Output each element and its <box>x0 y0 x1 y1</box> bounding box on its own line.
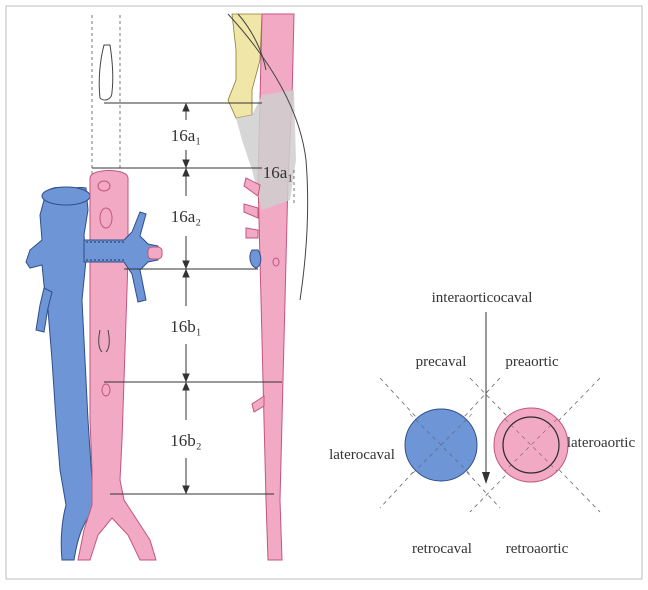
level-16a1-label: 16a₁ <box>171 126 201 145</box>
label-laterocaval: laterocaval <box>329 447 395 463</box>
level-16a1-side-label: 16a₁ <box>263 163 293 182</box>
label-lateroaortic: lateroaortic <box>567 435 636 451</box>
label-preaortic: preaortic <box>505 354 559 370</box>
ivc-top <box>42 187 90 205</box>
level-16b2-label: 16b₂ <box>170 431 201 450</box>
level-16b1-label: 16b₁ <box>170 317 201 336</box>
lateral-branch-3 <box>246 228 258 238</box>
label-interaortocaval: interaorticocaval <box>432 290 533 306</box>
label-retrocaval: retrocaval <box>412 541 472 557</box>
level-16a2-label: 16a₂ <box>171 207 201 226</box>
label-precaval: precaval <box>416 354 467 370</box>
label-retroaortic: retroaortic <box>506 541 569 557</box>
left-renal-artery <box>148 247 162 259</box>
